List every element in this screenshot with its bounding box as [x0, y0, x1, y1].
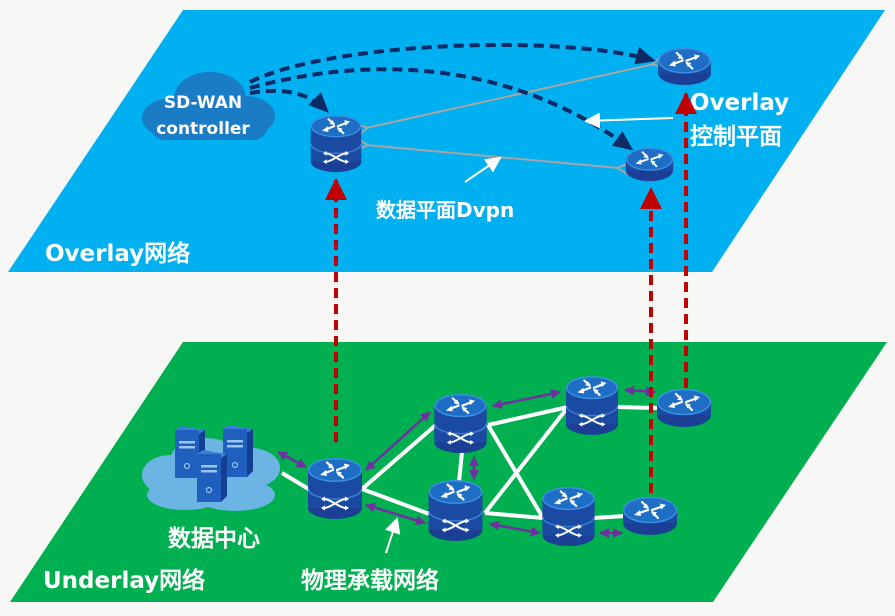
physical-link — [484, 511, 544, 520]
control-plane-label-line2: 控制平面 — [690, 123, 782, 150]
control-plane-label-line1: Overlay — [690, 90, 789, 116]
underlay-router-f — [657, 388, 711, 428]
physical-network-callout-arrow — [385, 517, 401, 554]
physical-link — [487, 405, 569, 427]
underlay-router-a — [308, 458, 362, 520]
overlay-router-2 — [657, 47, 712, 86]
control-plane-callout-arrow — [584, 112, 674, 129]
physical-link — [280, 471, 314, 493]
adjacency-arrow — [365, 411, 431, 471]
underlay-router-e — [542, 487, 595, 547]
physical-link — [592, 514, 626, 520]
data-plane-link-1 — [366, 64, 654, 128]
datacenter-label: 数据中心 — [168, 526, 260, 552]
underlay-router-d — [566, 375, 618, 436]
underlay-plane — [10, 342, 887, 602]
control-plane-link-2 — [249, 67, 634, 151]
adjacency-arrow — [492, 388, 561, 410]
data-plane-callout-arrow — [464, 156, 502, 183]
controller-label-line1: SD-WAN — [164, 93, 242, 113]
server-icon — [222, 424, 253, 478]
controller-label-line2: controller — [156, 119, 250, 139]
adjacency-arrow — [489, 520, 541, 537]
physical-link — [457, 451, 464, 483]
underlay-router-g — [623, 496, 677, 537]
overlay-router-3 — [624, 147, 675, 182]
overlay-router-1 — [309, 115, 363, 173]
server-icon — [196, 450, 227, 502]
physical-link — [483, 405, 570, 515]
control-plane-link-1 — [249, 42, 656, 84]
adjacency-arrow — [365, 502, 426, 526]
data-plane-label: 数据平面Dvpn — [376, 198, 514, 222]
underlay-network-label: Underlay网络 — [43, 567, 205, 594]
cloud-icon — [142, 72, 275, 140]
underlay-router-b — [433, 394, 488, 454]
data-plane-link-2 — [366, 145, 619, 168]
adjacency-arrow — [277, 450, 307, 469]
underlay-router-c — [428, 480, 483, 542]
datacenter — [142, 424, 280, 511]
physical-network-label: 物理承载网络 — [301, 567, 439, 594]
sdwan-controller: SD-WAN controller — [142, 72, 275, 140]
overlay-network-label: Overlay网络 — [45, 240, 190, 267]
